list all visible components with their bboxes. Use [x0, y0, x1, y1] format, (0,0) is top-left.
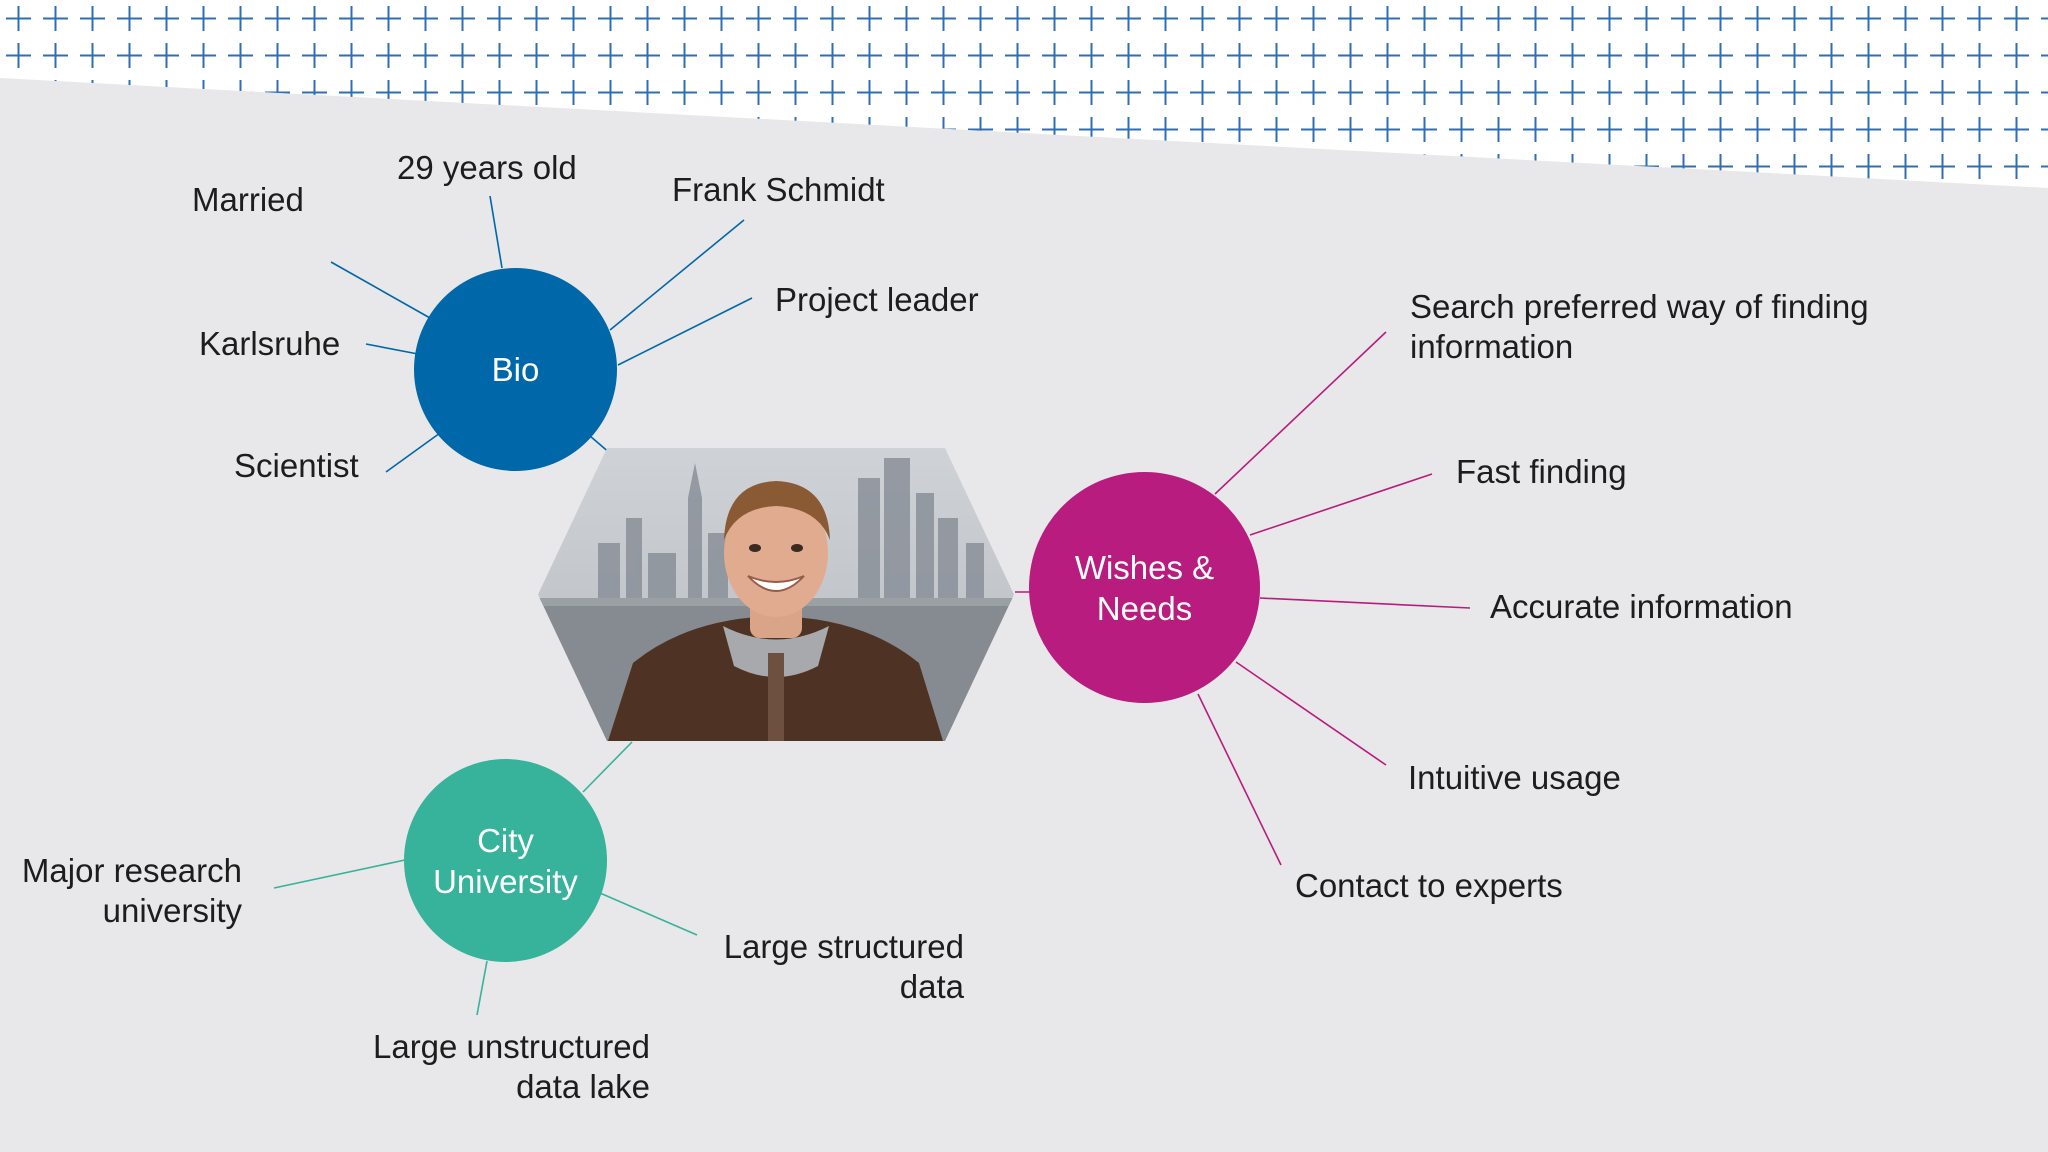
university-node-label-line1: City [477, 821, 534, 859]
wishes-item-search: Search preferred way of finding informat… [1410, 287, 1869, 367]
university-item-research-line1: Major research [21, 852, 242, 889]
university-node-label-line2: University [433, 862, 578, 900]
wishes-item-intuitive-usage: Intuitive usage [1408, 759, 1621, 796]
bio-item-marital-status: Married [192, 181, 304, 218]
university-item-structured-data: Large structured data [700, 927, 964, 1007]
wishes-node-label-line1: Wishes & [1074, 548, 1215, 586]
wishes-node: Wishes & Needs [1029, 472, 1260, 703]
wishes-item-search-line2: information [1410, 328, 1574, 365]
wishes-item-contact-experts: Contact to experts [1295, 867, 1563, 904]
bio-item-age: 29 years old [397, 149, 577, 186]
university-connectors [273, 741, 698, 1016]
bio-item-occupation: Scientist [234, 447, 359, 484]
wishes-item-fast-finding: Fast finding [1456, 453, 1627, 490]
wishes-item-accurate-information: Accurate information [1490, 588, 1793, 625]
university-item-data-lake-line1: Large unstructured [372, 1028, 650, 1065]
university-item-structured-data-line2: data [899, 968, 964, 1005]
wishes-item-search-line1: Search preferred way of finding [1410, 288, 1869, 325]
university-item-research: Major research university [8, 851, 242, 931]
bio-item-role: Project leader [775, 281, 979, 318]
university-item-data-lake-line2: data lake [516, 1068, 650, 1105]
university-item-research-line2: university [102, 892, 242, 929]
university-item-data-lake: Large unstructured data lake [350, 1027, 650, 1107]
wishes-node-label-line2: Needs [1096, 589, 1193, 627]
bio-node-label: Bio [491, 351, 540, 388]
bio-node: Bio [414, 268, 617, 471]
bio-item-location: Karlsruhe [199, 325, 341, 362]
university-node: City University [404, 759, 607, 962]
persona-photo [538, 448, 1014, 741]
university-item-structured-data-line1: Large structured [723, 928, 964, 965]
person-photo-icon [538, 448, 1014, 741]
bio-item-name: Frank Schmidt [672, 171, 885, 208]
